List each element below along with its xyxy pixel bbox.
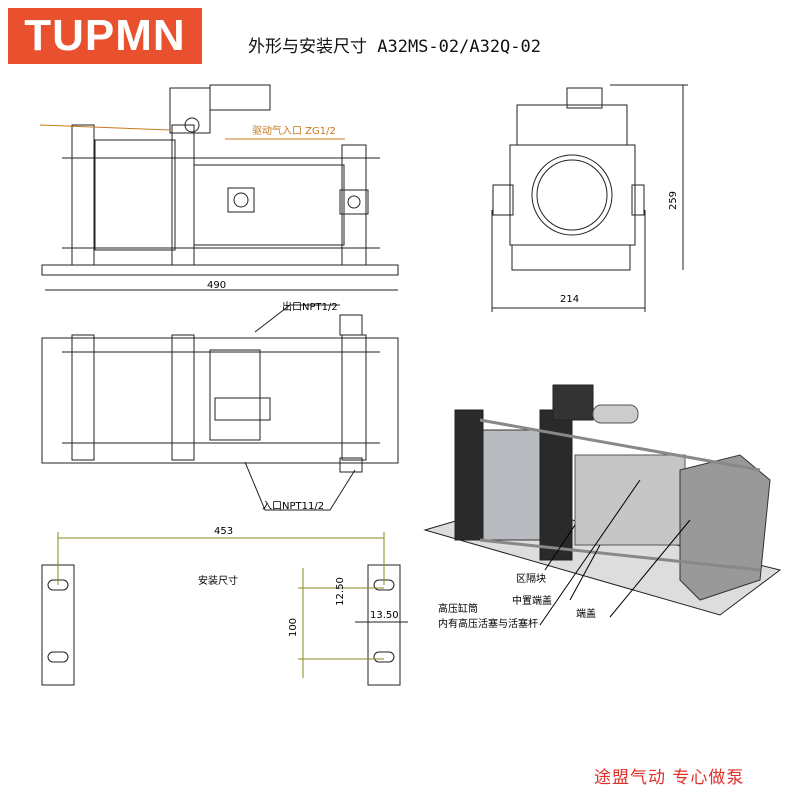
side-view — [491, 84, 688, 312]
front-view — [41, 84, 399, 291]
outlet-label: 出口NPT1/2 — [282, 302, 338, 313]
width-dimension: 214 — [560, 294, 580, 305]
height-dimension: 259 — [668, 190, 680, 211]
top-view — [41, 304, 399, 511]
drive-air-inlet-label: 驱动气入口 ZG1/2 — [252, 126, 336, 137]
slot-offset-dimension: 12.50 — [334, 577, 346, 606]
slot-width-dimension: 13.50 — [370, 610, 399, 621]
hp-cylinder-note: 内有高压活塞与活塞杆 — [438, 619, 538, 630]
inlet-label: 入口NPT11/2 — [262, 501, 325, 512]
pump-3d-render — [423, 384, 782, 626]
end-cap-label: 端盖 — [576, 609, 596, 620]
mounting-view — [41, 532, 408, 686]
page-title: 外形与安装尺寸 A32MS-02/A32Q-02 — [248, 37, 541, 57]
center-cap-label: 中置端盖 — [512, 596, 552, 607]
hp-cylinder-label: 高压缸筒 — [438, 604, 478, 615]
length-dimension: 490 — [207, 280, 227, 291]
brand-logo: TUPMN — [8, 8, 202, 64]
footer-slogan: 途盟气动 专心做泵 — [594, 768, 745, 788]
slot-pitch-dimension: 100 — [288, 617, 300, 638]
spacer-block-label: 区隔块 — [516, 574, 546, 585]
mount-span-dimension: 453 — [214, 526, 234, 537]
mounting-label: 安装尺寸 — [198, 576, 238, 587]
